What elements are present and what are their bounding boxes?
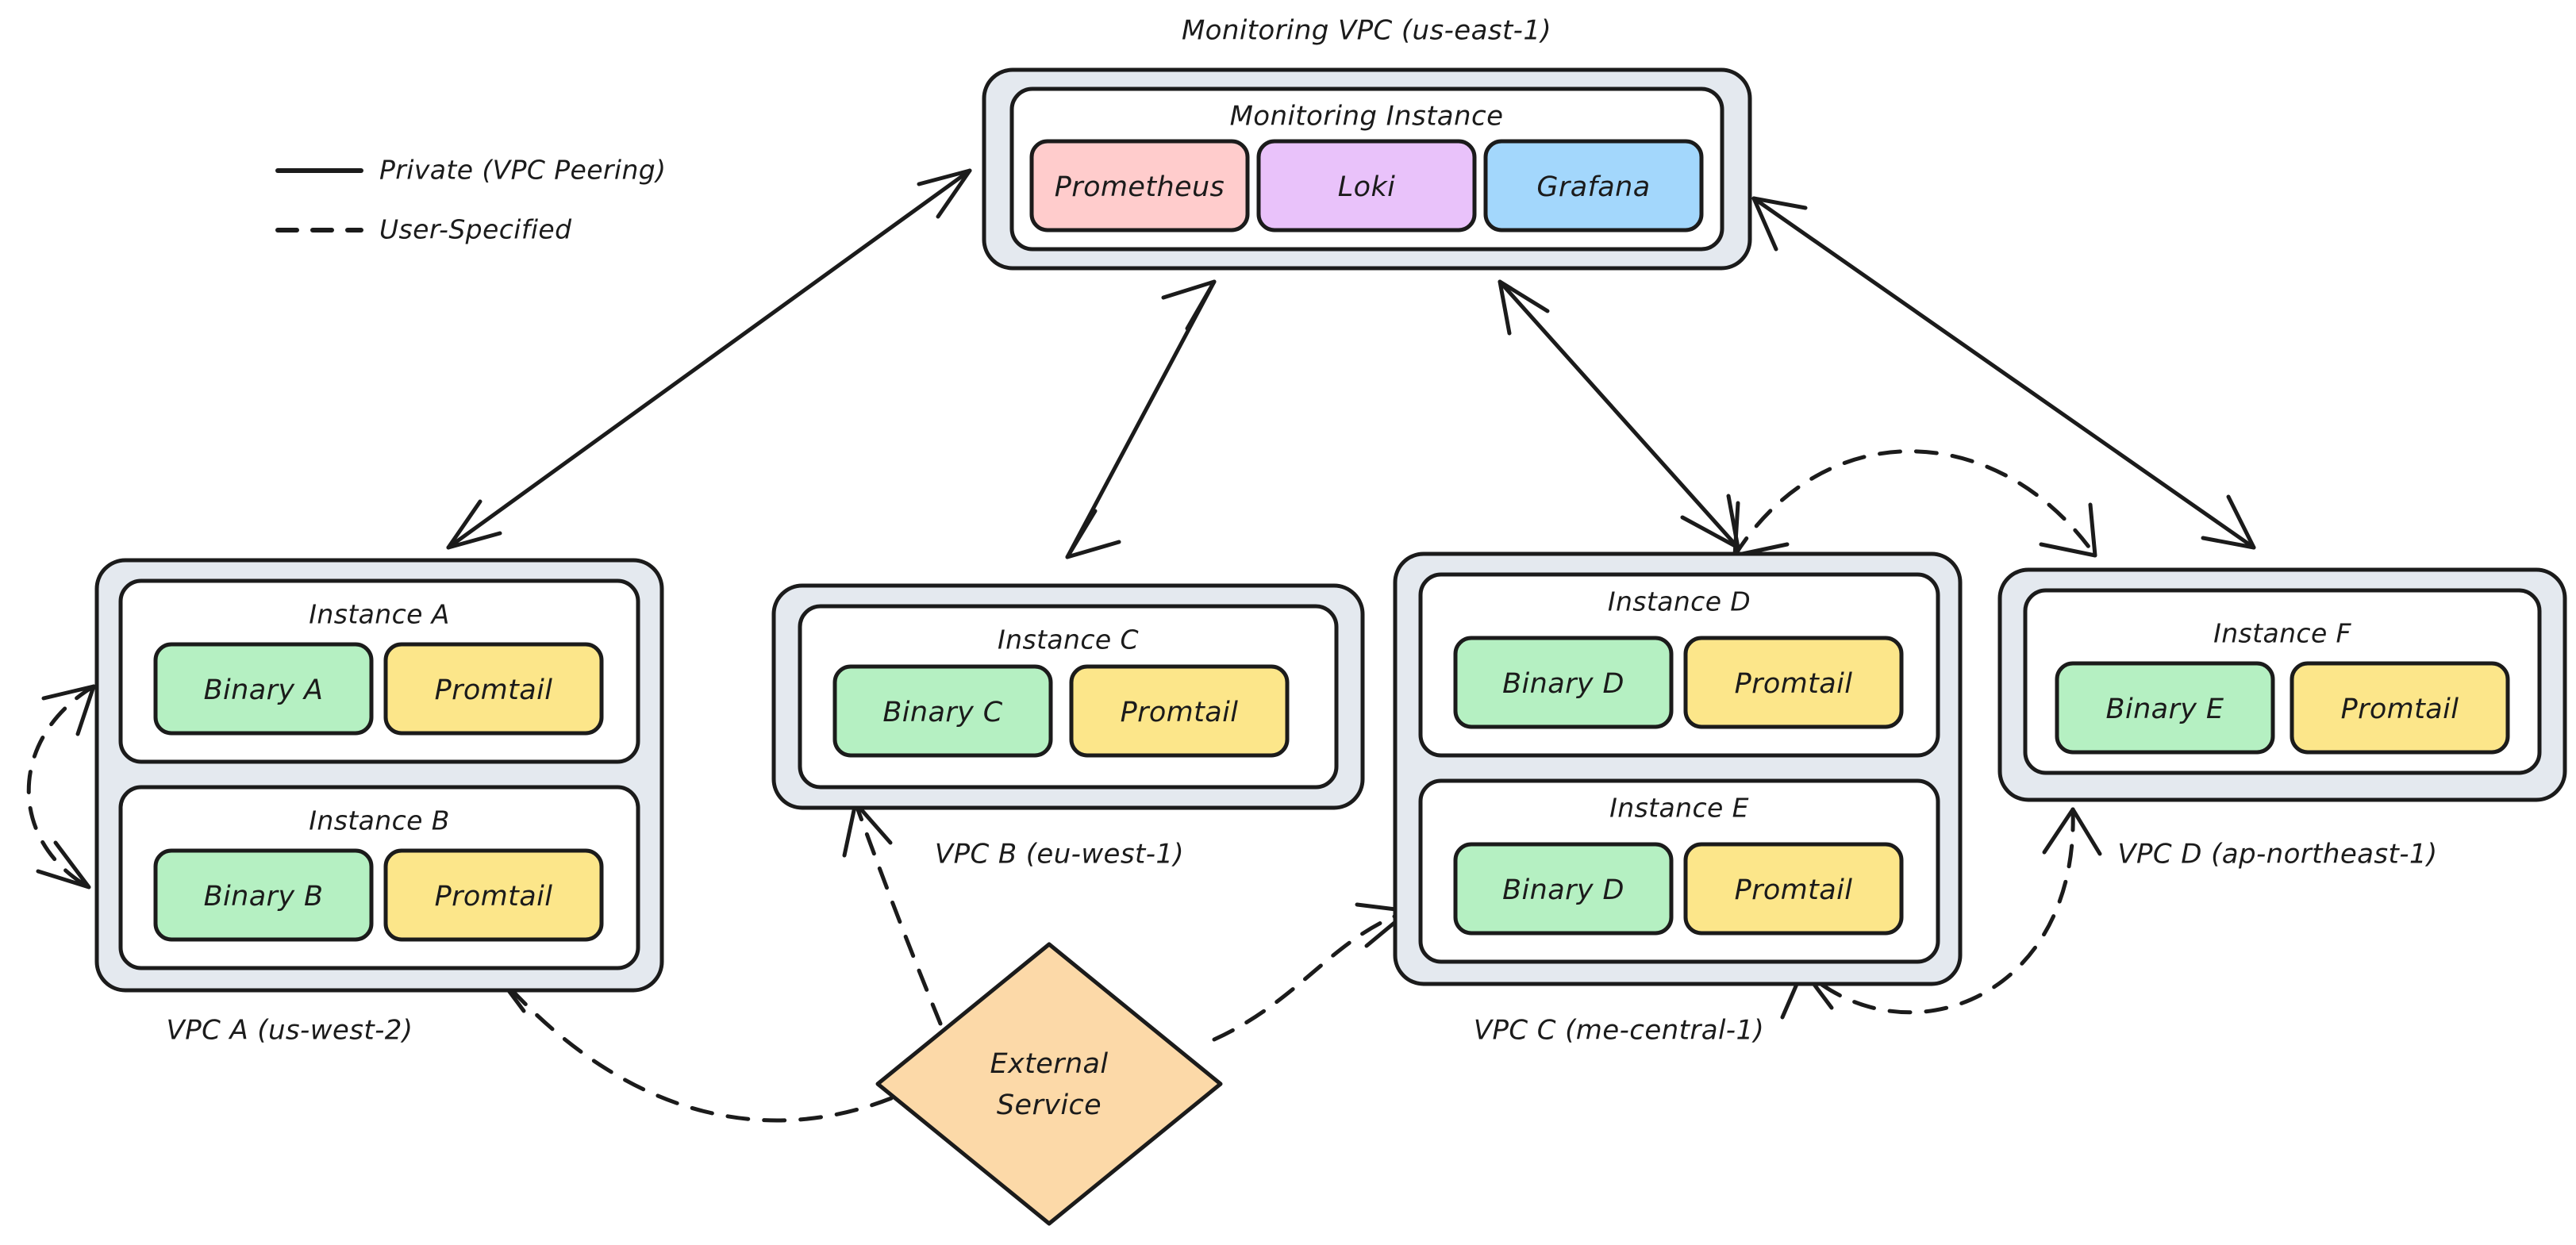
instance-b-promtail[interactable]: Promtail: [383, 848, 604, 942]
instance-d-binary[interactable]: Binary D: [1453, 636, 1674, 729]
instance-f-label: Instance F: [2213, 618, 2351, 649]
vpc-b-label: VPC B (eu-west-1): [935, 839, 1184, 870]
promtail-a-label: Promtail: [435, 674, 553, 706]
instance-f-binary[interactable]: Binary E: [2055, 661, 2275, 755]
instance-c-label: Instance C: [998, 624, 1139, 655]
instance-b[interactable]: Instance B Binary B Promtail: [118, 785, 640, 970]
binary-f-label: Binary E: [2106, 694, 2224, 725]
external-service-label-line2: Service: [997, 1089, 1102, 1121]
promtail-a-box: [383, 642, 604, 736]
instance-b-label: Instance B: [309, 805, 450, 836]
instance-a[interactable]: Instance A Binary A Promtail: [118, 578, 640, 764]
grafana-box: [1483, 139, 1704, 232]
vpc-b[interactable]: VPC B (eu-west-1) Instance C Binary C Pr…: [771, 583, 1365, 870]
component-loki[interactable]: Loki: [1256, 139, 1477, 232]
external-service[interactable]: External Service: [875, 942, 1223, 1226]
edge-monitoring-to-vpc-b: [1065, 279, 1217, 559]
instance-d-promtail[interactable]: Promtail: [1683, 636, 1904, 729]
component-prometheus[interactable]: Prometheus: [1029, 139, 1250, 232]
legend-label-private: Private (VPC Peering): [379, 155, 666, 186]
binary-a-box: [153, 642, 374, 736]
instance-e-binary[interactable]: Binary D: [1453, 842, 1674, 936]
edge-instance-f-to-instance-e: [1780, 807, 2102, 1020]
binary-c-box: [832, 664, 1053, 758]
promtail-b-label: Promtail: [435, 881, 553, 913]
binary-b-label: Binary B: [204, 881, 324, 913]
monitoring-vpc-label: Monitoring VPC (us-east-1): [1182, 15, 1551, 47]
instance-e-promtail[interactable]: Promtail: [1683, 842, 1904, 936]
promtail-f-label: Promtail: [2341, 694, 2459, 725]
promtail-e-label: Promtail: [1735, 874, 1853, 906]
legend-item-private: Private (VPC Peering): [275, 155, 666, 186]
instance-c[interactable]: Instance C Binary C Promtail: [798, 604, 1339, 790]
instance-b-binary[interactable]: Binary B: [153, 848, 374, 942]
grafana-label: Grafana: [1536, 171, 1650, 203]
instance-f[interactable]: Instance F Binary E Promtail: [2023, 588, 2542, 775]
vpc-d-label: VPC D (ap-northeast-1): [2117, 839, 2437, 870]
binary-d-label: Binary D: [1502, 668, 1624, 700]
binary-b-box: [153, 848, 374, 942]
edge-instance-a-to-instance-b: [26, 684, 96, 890]
prometheus-box: [1029, 139, 1250, 232]
instance-e[interactable]: Instance E Binary D Promtail: [1418, 778, 1940, 964]
legend: Private (VPC Peering) User-Specified: [275, 155, 666, 245]
promtail-b-box: [383, 848, 604, 942]
promtail-e-box: [1683, 842, 1904, 936]
instance-a-binary[interactable]: Binary A: [153, 642, 374, 736]
vpc-d[interactable]: VPC D (ap-northeast-1) Instance F Binary…: [1997, 567, 2567, 870]
promtail-c-box: [1069, 664, 1290, 758]
binary-f-box: [2055, 661, 2275, 755]
prometheus-label: Prometheus: [1055, 171, 1225, 203]
instance-a-label: Instance A: [309, 599, 449, 630]
edge-monitoring-to-vpc-a: [446, 168, 972, 550]
instance-c-promtail[interactable]: Promtail: [1069, 664, 1290, 758]
promtail-d-label: Promtail: [1735, 668, 1853, 700]
loki-box: [1256, 139, 1477, 232]
binary-d-box: [1453, 636, 1674, 729]
binary-e-label: Binary D: [1502, 874, 1624, 906]
instance-e-label: Instance E: [1609, 793, 1749, 824]
instance-d[interactable]: Instance D Binary D Promtail: [1418, 572, 1940, 758]
monitoring-vpc[interactable]: Monitoring VPC (us-east-1) Monitoring In…: [982, 15, 1752, 271]
vpc-c[interactable]: VPC C (me-central-1) Instance D Binary D…: [1393, 551, 1963, 1047]
promtail-f-box: [2290, 661, 2510, 755]
edge-monitoring-to-vpc-d: [1751, 196, 2256, 550]
binary-a-label: Binary A: [204, 674, 324, 706]
component-grafana[interactable]: Grafana: [1483, 139, 1704, 232]
external-service-label-line1: External: [990, 1048, 1108, 1080]
binary-e-box: [1453, 842, 1674, 936]
loki-label: Loki: [1338, 171, 1396, 203]
monitoring-instance-label: Monitoring Instance: [1230, 101, 1504, 133]
monitoring-instance[interactable]: Monitoring Instance Prometheus Loki Graf…: [1009, 86, 1724, 252]
promtail-d-box: [1683, 636, 1904, 729]
promtail-c-label: Promtail: [1121, 697, 1239, 728]
vpc-a-label: VPC A (us-west-2): [167, 1015, 413, 1047]
legend-item-user-specified: User-Specified: [275, 214, 572, 245]
instance-a-promtail[interactable]: Promtail: [383, 642, 604, 736]
vpc-a[interactable]: VPC A (us-west-2) Instance A Binary A Pr…: [94, 558, 664, 1047]
instance-d-label: Instance D: [1608, 586, 1751, 617]
instance-f-promtail[interactable]: Promtail: [2290, 661, 2510, 755]
instance-c-binary[interactable]: Binary C: [832, 664, 1053, 758]
vpc-c-label: VPC C (me-central-1): [1474, 1015, 1764, 1047]
legend-label-user-specified: User-Specified: [379, 214, 572, 245]
binary-c-label: Binary C: [882, 697, 1002, 728]
external-service-diamond: [875, 942, 1223, 1226]
